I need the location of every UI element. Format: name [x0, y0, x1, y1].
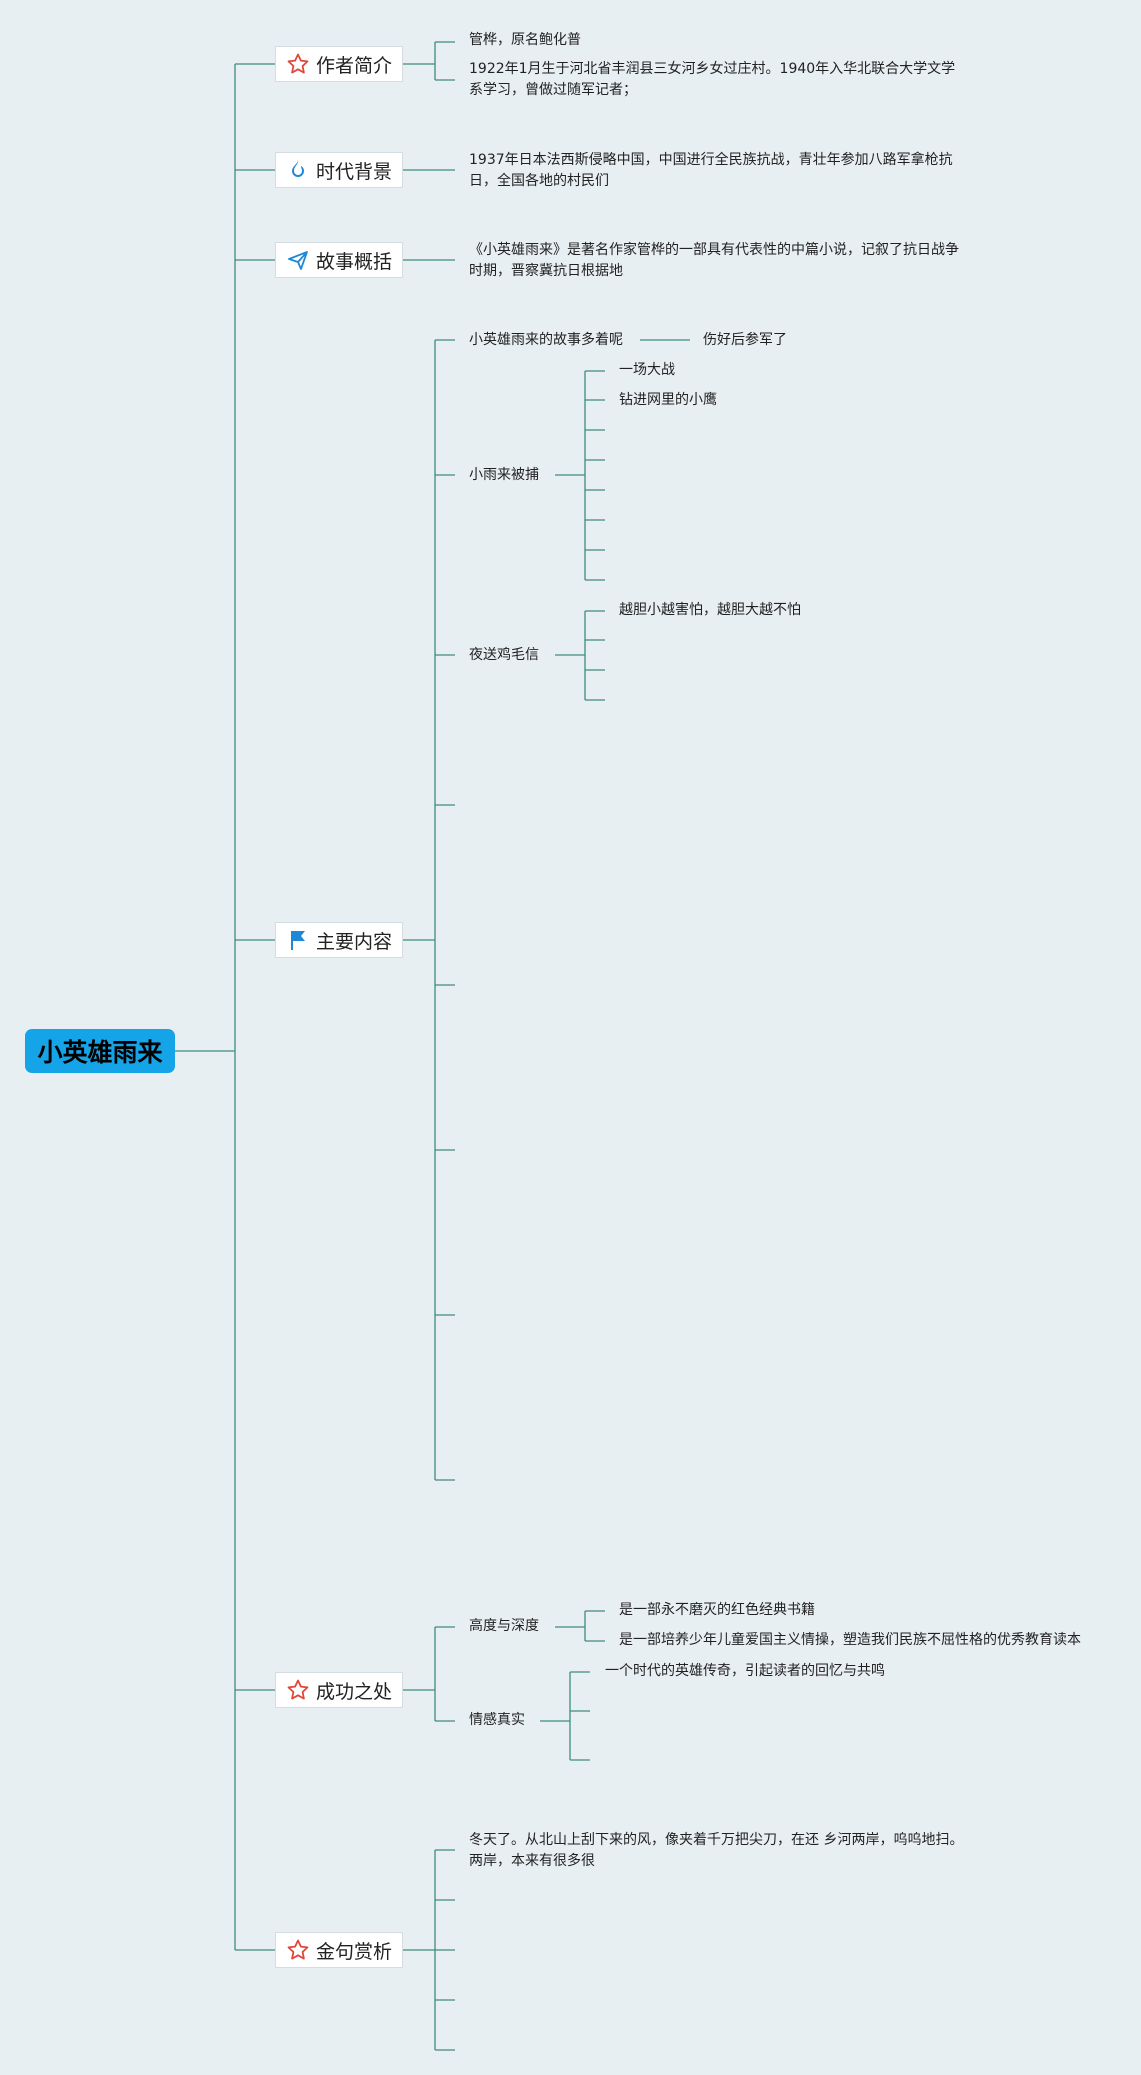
- flame-icon: [286, 158, 310, 182]
- flag-icon: [286, 928, 310, 952]
- captured-child: 一场大战: [619, 362, 675, 378]
- success-emotion: 情感真实: [469, 1712, 525, 1728]
- branch-content[interactable]: 主要内容: [275, 922, 403, 958]
- content-letter: 夜送鸡毛信: [469, 647, 539, 663]
- branch-success[interactable]: 成功之处: [275, 1672, 403, 1708]
- branch-label: 主要内容: [315, 930, 392, 953]
- root-title: 小英雄雨来: [37, 1038, 163, 1067]
- quotes-item: 冬天了。从北山上刮下来的风，像夹着千万把尖刀，在还 乡河两岸，呜呜地扫。两岸，本…: [469, 1832, 964, 1869]
- depth-child: 是一部永不磨灭的红色经典书籍: [619, 1602, 815, 1618]
- content-story-child: 伤好后参军了: [703, 332, 787, 348]
- branch-summary[interactable]: 故事概括: [275, 242, 403, 278]
- background-item: 1937年日本法西斯侵略中国，中国进行全民族抗战，青壮年参加八路军拿枪抗日，全国…: [469, 152, 953, 189]
- branch-label: 故事概括: [315, 250, 392, 273]
- depth-child: 是一部培养少年儿童爱国主义情操，塑造我们民族不屈性格的优秀教育读本: [619, 1632, 1081, 1648]
- star-icon: [286, 52, 310, 76]
- branch-label: 金句赏析: [315, 1940, 392, 1963]
- content-story: 小英雄雨来的故事多着呢: [469, 332, 623, 348]
- captured-child: 钻进网里的小鹰: [619, 392, 717, 408]
- branch-label: 作者简介: [315, 54, 392, 77]
- branch-quotes[interactable]: 金句赏析: [275, 1932, 403, 1968]
- branch-label: 成功之处: [315, 1680, 392, 1703]
- root-topic[interactable]: 小英雄雨来: [25, 1029, 175, 1073]
- branch-author[interactable]: 作者简介: [275, 46, 403, 82]
- success-depth: 高度与深度: [469, 1618, 539, 1634]
- author-item: 管桦，原名鲍化普: [469, 32, 581, 48]
- author-item: 1922年1月生于河北省丰润县三女河乡女过庄村。1940年入华北联合大学文学系学…: [469, 61, 956, 98]
- emotion-child: 一个时代的英雄传奇，引起读者的回忆与共鸣: [605, 1663, 885, 1679]
- letter-child: 越胆小越害怕，越胆大越不怕: [619, 602, 801, 618]
- star-icon: [286, 1938, 310, 1962]
- paper-plane-icon: [286, 248, 310, 272]
- branch-label: 时代背景: [315, 160, 392, 183]
- star-icon: [286, 1678, 310, 1702]
- content-captured: 小雨来被捕: [469, 467, 539, 483]
- summary-item: 《小英雄雨来》是著名作家管桦的一部具有代表性的中篇小说，记叙了抗日战争时期，晋察…: [469, 242, 959, 279]
- branch-background[interactable]: 时代背景: [275, 152, 403, 188]
